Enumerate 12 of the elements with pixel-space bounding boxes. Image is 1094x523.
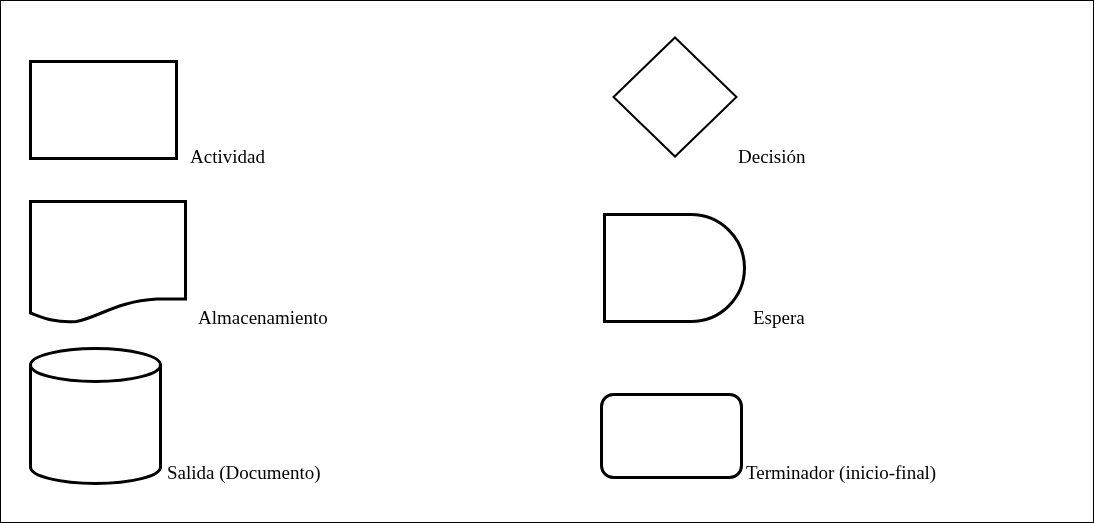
activity-box bbox=[29, 60, 178, 160]
symbol-label: Decisión bbox=[738, 146, 806, 168]
symbol-label: Salida (Documento) bbox=[167, 462, 321, 484]
symbol-label: Actividad bbox=[190, 146, 265, 168]
terminator-box bbox=[600, 393, 743, 479]
cylinder-shape bbox=[29, 347, 162, 485]
symbol-label: Almacenamiento bbox=[198, 307, 328, 329]
delay-shape bbox=[603, 213, 746, 323]
document-shape bbox=[29, 200, 187, 323]
symbol-label: Espera bbox=[753, 307, 805, 329]
symbol-label: Terminador (inicio-final) bbox=[746, 462, 937, 484]
decision-diamond bbox=[612, 36, 738, 158]
